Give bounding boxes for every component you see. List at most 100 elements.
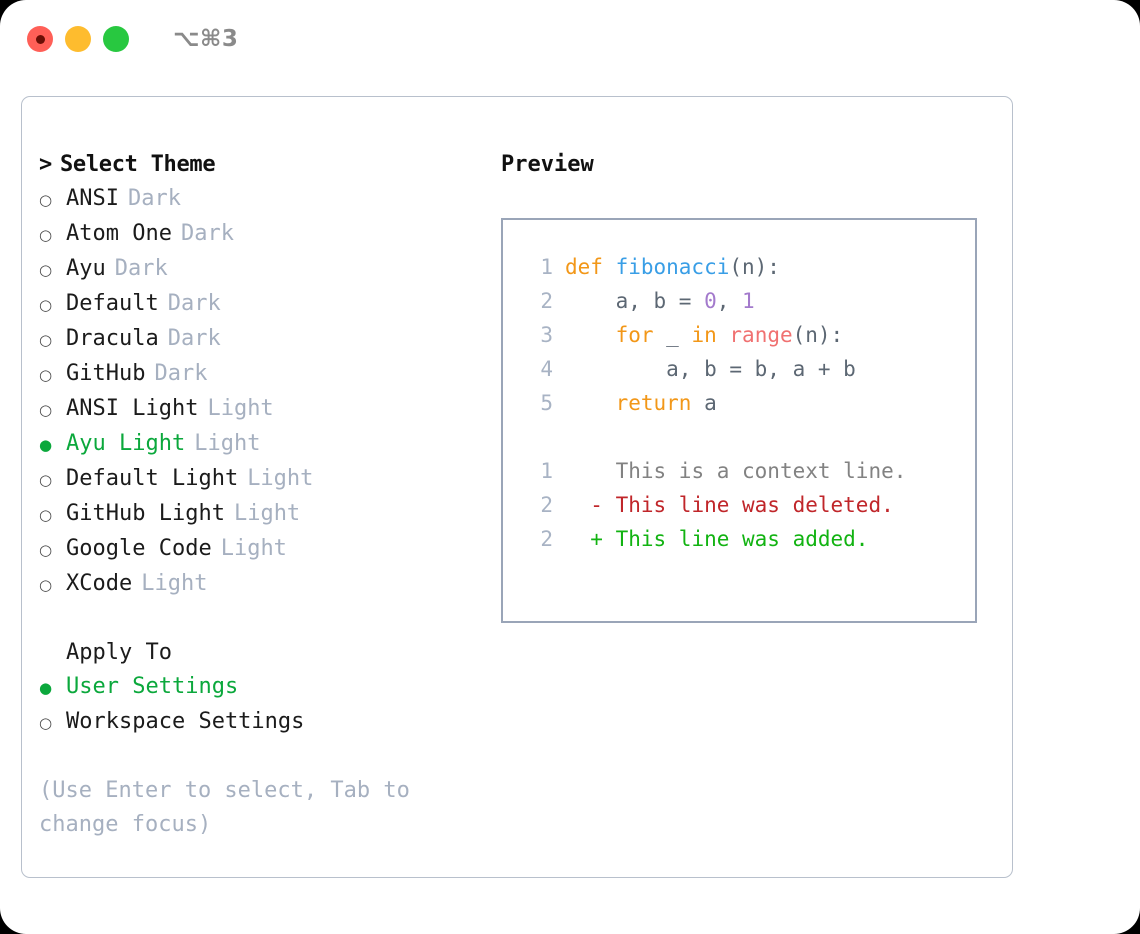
theme-option-tag: Light xyxy=(247,466,314,491)
apply-to-list: ●User Settings ○ Workspace Settings xyxy=(39,670,479,740)
select-theme-heading: >Select Theme xyxy=(39,148,479,182)
theme-option-tag: Dark xyxy=(167,291,221,316)
theme-option-tag: Dark xyxy=(167,326,221,351)
code-token: a, b = xyxy=(565,289,705,313)
radio-empty-icon: ○ xyxy=(39,471,53,489)
theme-option-label: ANSI Light xyxy=(66,396,199,421)
code-line: 4 a, b = b, a + b xyxy=(503,352,975,386)
apply-to-heading: Apply To xyxy=(66,640,172,665)
code-token: , xyxy=(716,289,743,313)
line-number: 3 xyxy=(540,323,553,347)
theme-option-google-code[interactable]: ○ Google Code Light xyxy=(39,532,479,567)
code-token: in xyxy=(691,323,717,347)
code-token: fibonacci xyxy=(615,255,730,279)
line-number: 2 xyxy=(540,493,553,517)
apply-option-user-settings[interactable]: ●User Settings xyxy=(39,670,479,705)
close-button[interactable] xyxy=(27,26,53,52)
radio-selected-icon: ● xyxy=(39,679,53,697)
diff-marker xyxy=(565,459,603,483)
minimize-button[interactable] xyxy=(65,26,91,52)
theme-option-label: GitHub Light xyxy=(66,501,225,526)
diff-marker: - xyxy=(565,493,603,517)
code-token: (n): xyxy=(792,323,844,347)
code-token: 1 xyxy=(742,289,755,313)
theme-option-label: Default xyxy=(66,291,159,316)
line-number: 2 xyxy=(540,527,553,551)
radio-empty-icon: ○ xyxy=(39,191,53,209)
code-token: a, b = b, a + b xyxy=(565,357,856,381)
code-line: 3 for _ in range(n): xyxy=(503,318,975,352)
code-token xyxy=(565,391,616,415)
theme-option-github[interactable]: ○ GitHub Dark xyxy=(39,357,479,392)
close-icon xyxy=(35,34,45,44)
diff-marker: + xyxy=(565,527,603,551)
theme-option-label: Google Code xyxy=(66,536,212,561)
code-token: _ xyxy=(653,323,692,347)
diff-text: This is a context line. xyxy=(602,459,907,483)
line-number: 2 xyxy=(540,289,553,313)
theme-option-tag: Light xyxy=(141,571,208,596)
theme-option-label: Ayu Light xyxy=(66,431,186,456)
code-token: a xyxy=(691,391,717,415)
radio-empty-icon: ○ xyxy=(39,576,53,594)
radio-empty-icon: ○ xyxy=(39,714,53,732)
code-line: 5 return a xyxy=(503,386,975,420)
line-number: 5 xyxy=(540,391,553,415)
theme-option-tag: Dark xyxy=(114,256,168,281)
code-token: return xyxy=(615,391,692,415)
line-number: 4 xyxy=(540,357,553,381)
title-bar: ⌥⌘3 xyxy=(0,0,1140,78)
theme-option-tag: Light xyxy=(220,536,287,561)
code-token: def xyxy=(565,255,616,279)
diff-line-del: 2 - This line was deleted. xyxy=(503,488,975,522)
caret-icon: > xyxy=(39,152,52,177)
theme-option-tag: Dark xyxy=(180,221,234,246)
apply-option-workspace-settings[interactable]: ○ Workspace Settings xyxy=(39,705,479,740)
code-token: (n): xyxy=(729,255,780,279)
maximize-button[interactable] xyxy=(103,26,129,52)
radio-empty-icon: ○ xyxy=(39,296,53,314)
code-token xyxy=(717,323,730,347)
theme-option-label: XCode xyxy=(66,571,133,596)
radio-empty-icon: ○ xyxy=(39,331,53,349)
diff-sample: 1 This is a context line.2 - This line w… xyxy=(503,454,975,556)
theme-option-tag: Dark xyxy=(154,361,208,386)
theme-option-tag: Light xyxy=(207,396,274,421)
theme-option-default[interactable]: ○ Default Dark xyxy=(39,287,479,322)
radio-selected-icon: ● xyxy=(39,436,53,454)
code-token: range xyxy=(729,323,793,347)
diff-text: This line was added. xyxy=(602,527,869,551)
diff-line-ctx: 1 This is a context line. xyxy=(503,454,975,488)
list-spacer xyxy=(39,602,479,636)
theme-option-tag: Light xyxy=(194,431,261,456)
apply-option-label: Workspace Settings xyxy=(66,709,305,734)
diff-text: This line was deleted. xyxy=(602,493,894,517)
radio-empty-icon: ○ xyxy=(39,366,53,384)
theme-option-xcode[interactable]: ○ XCode Light xyxy=(39,567,479,602)
radio-empty-icon: ○ xyxy=(39,506,53,524)
code-token: 0 xyxy=(704,289,717,313)
code-token xyxy=(565,323,616,347)
theme-option-ayu-light[interactable]: ● Ayu Light Light xyxy=(39,427,479,462)
line-number: 1 xyxy=(540,459,553,483)
radio-empty-icon: ○ xyxy=(39,261,53,279)
preview-heading: Preview xyxy=(501,152,594,177)
line-number: 1 xyxy=(540,255,553,279)
diff-line-add: 2 + This line was added. xyxy=(503,522,975,556)
radio-empty-icon: ○ xyxy=(39,541,53,559)
theme-option-label: Atom One xyxy=(66,221,172,246)
theme-option-label: GitHub xyxy=(66,361,146,386)
